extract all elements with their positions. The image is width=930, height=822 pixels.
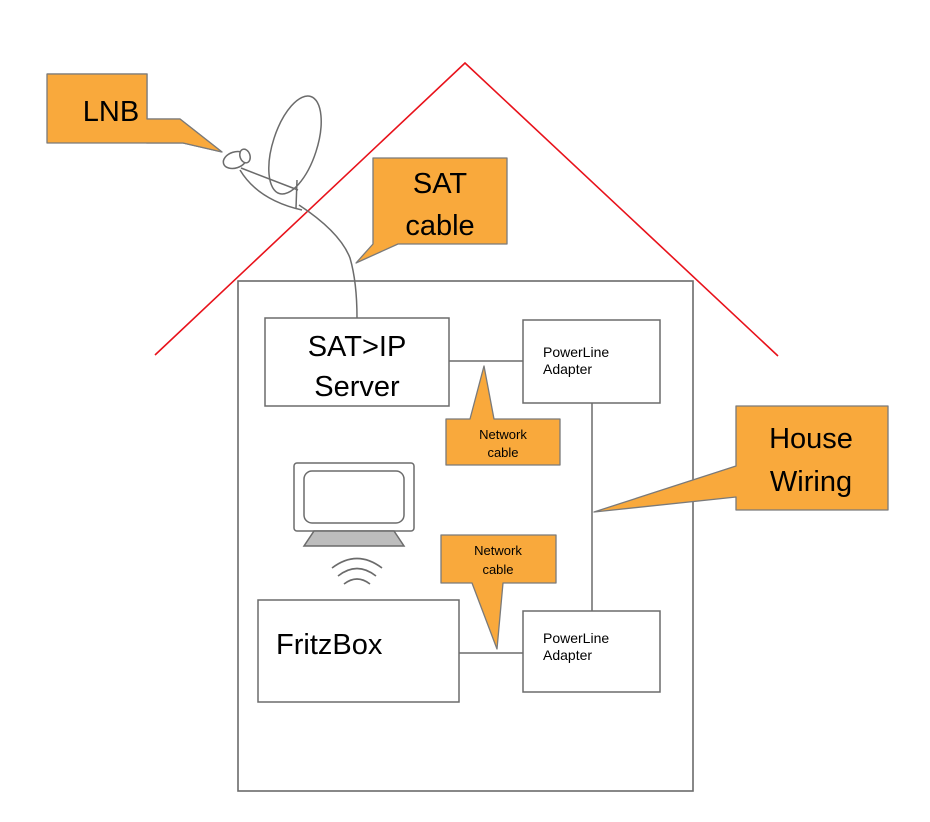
roof-line — [154, 61, 779, 357]
powerline-top-label-line1: PowerLine — [543, 344, 609, 360]
network-cable-top-callout-line2: cable — [487, 445, 518, 460]
house-outline — [237, 280, 694, 792]
fritzbox-label: FritzBox — [276, 629, 383, 661]
sat-cable-callout: SAT cable — [355, 157, 508, 264]
sat-cable-callout-line1: SAT — [413, 168, 468, 200]
satip-server-label-line2: Server — [314, 371, 400, 403]
powerline-adapter-top-box: PowerLine Adapter — [522, 319, 661, 404]
powerline-bottom-label-line1: PowerLine — [543, 630, 609, 646]
satellite-dish-icon — [222, 95, 322, 211]
network-cable-bottom-callout-line2: cable — [482, 562, 513, 577]
house-wiring-callout: House Wiring — [593, 405, 889, 513]
powerline-bottom-label-line2: Adapter — [543, 647, 592, 663]
network-cable-bottom-callout-line1: Network — [474, 543, 522, 558]
network-cable-top-callout-line1: Network — [479, 427, 527, 442]
fritzbox-box: FritzBox — [257, 599, 460, 703]
powerline-adapter-bottom-box: PowerLine Adapter — [522, 610, 661, 693]
laptop-icon — [293, 462, 415, 547]
wifi-icon — [331, 557, 383, 585]
powerline-top-label-line2: Adapter — [543, 361, 592, 377]
satip-server-box: SAT>IP Server — [264, 317, 450, 407]
house-wiring-callout-line1: House — [769, 423, 853, 455]
satip-server-label-line1: SAT>IP — [308, 331, 407, 363]
sat-cable-line — [298, 204, 358, 319]
network-cable-top-callout: Network cable — [445, 365, 561, 466]
lnb-callout: LNB — [46, 73, 223, 153]
lnb-callout-label: LNB — [83, 96, 139, 128]
sat-cable-callout-line2: cable — [405, 210, 474, 242]
house-wiring-callout-line2: Wiring — [770, 466, 852, 498]
network-cable-bottom-callout: Network cable — [440, 534, 557, 650]
